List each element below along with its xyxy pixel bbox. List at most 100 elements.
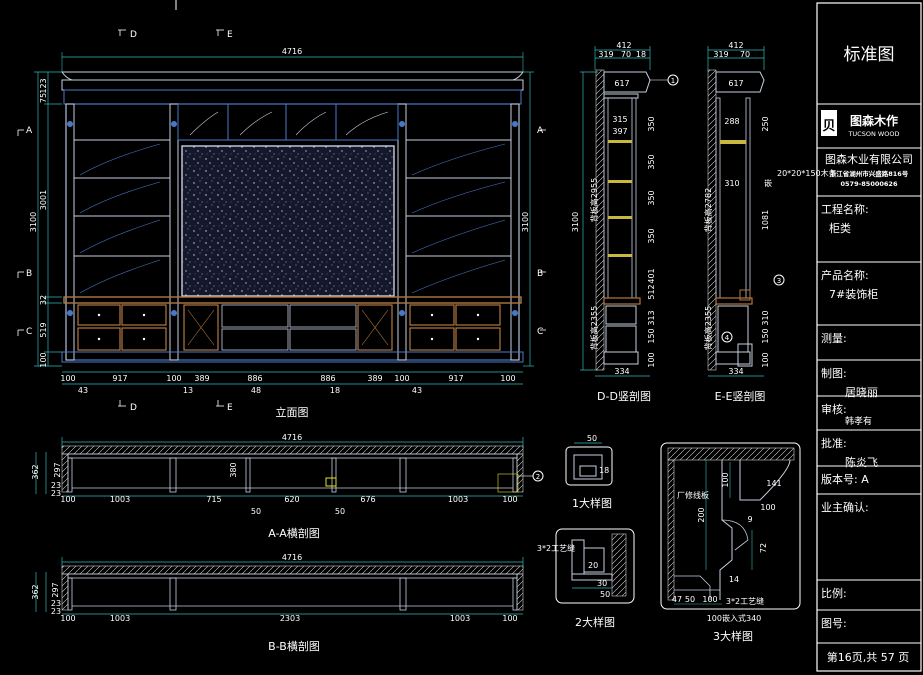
bb-side-dim: 23 <box>51 607 61 616</box>
ee-backboard-height: 背板高2782 <box>703 188 713 232</box>
d2-dim-1: 20 <box>588 561 598 570</box>
d3-dim: 200 <box>697 507 706 522</box>
company-logo: 贝 图森木作 TUCSON WOOD <box>821 110 900 138</box>
elevation-width-dim: 917 <box>112 374 127 383</box>
elevation-sub-dim: 43 <box>78 386 88 395</box>
title-field-label: 图号: <box>821 617 847 630</box>
dd-view-label: D-D竖剖图 <box>597 389 651 403</box>
d3-dim: 47 <box>672 595 682 604</box>
title-block-frame <box>816 2 922 672</box>
ee-top-dim: 319 <box>713 50 728 59</box>
d3-dim: 141 <box>766 479 781 488</box>
ee-top-dim: 70 <box>740 50 750 59</box>
d3-dim: 100 <box>702 595 717 604</box>
cut-mark-b-left: B <box>26 269 32 279</box>
dd-sub-dim: 315 <box>612 115 627 124</box>
elevation-sub-dim: 43 <box>412 386 422 395</box>
logo-text: 图森木作 <box>850 113 898 128</box>
overall-height-dim: 3100 <box>29 212 38 232</box>
dd-right-dim: 350 <box>647 154 656 169</box>
bb-width-dim: 100 <box>60 614 75 623</box>
tv-panel <box>181 145 395 297</box>
dd-right-dim: 313 <box>647 310 656 325</box>
dd-right-dim: 150 <box>647 328 656 343</box>
d2-dim-3: 50 <box>600 590 610 599</box>
d3-dim: 72 <box>759 543 768 553</box>
d2-note: 3*2工艺缝 <box>537 543 575 553</box>
ee-view-label: E-E竖剖图 <box>715 389 766 403</box>
aa-width-dim: 676 <box>360 495 375 504</box>
callout-1: 1 <box>671 77 675 85</box>
d3-dim: 9 <box>747 515 752 524</box>
title-field-label: 产品名称: <box>821 268 869 282</box>
elevation-height-dim: 75 <box>39 93 48 103</box>
d3-dim: 100 <box>760 503 775 512</box>
aa-side-dim: 297 <box>53 462 62 477</box>
cut-mark-d-bottom: D <box>130 403 137 413</box>
dd-right-dim: 512 <box>647 284 656 299</box>
title-field-value: 陈炎飞 <box>845 455 878 469</box>
sheet-title: 标准图 <box>844 45 895 65</box>
aa-width-dim: 1003 <box>110 495 130 504</box>
overall-height-dim-right: 3100 <box>521 212 530 232</box>
title-block: 标准图 贝 图森木作 TUCSON WOOD 图森木业有限公司 浙江省湖州市兴盛… <box>816 2 922 672</box>
d3-note-trim: 厂修线板 <box>677 490 709 500</box>
aa-overall-width: 4716 <box>282 433 302 442</box>
elevation-width-dim: 886 <box>320 374 335 383</box>
ee-backboard-low: 背板高2355 <box>703 306 713 350</box>
ee-note-embed: 嵌 <box>764 179 772 188</box>
title-field-label: 业主确认: <box>821 501 869 514</box>
title-field-value: 柜类 <box>829 221 851 235</box>
company-name: 图森木业有限公司 <box>825 152 913 166</box>
ee-right-dim: 100 <box>761 352 770 367</box>
detail-3-label: 3大样图 <box>713 629 753 643</box>
dd-backboard-low: 背板高2355 <box>589 306 599 350</box>
cut-mark-b-right: B <box>537 269 543 279</box>
dd-overall-height: 3100 <box>571 212 580 232</box>
section-cut-marks <box>17 29 546 407</box>
bb-width-dim: 1003 <box>110 614 130 623</box>
dd-right-dim: 350 <box>647 190 656 205</box>
aa-side-dim: 23 <box>51 489 61 498</box>
dd-right-dim: 401 <box>647 268 656 283</box>
elevation-width-dim: 100 <box>500 374 515 383</box>
dd-sub-dim: 617 <box>614 79 629 88</box>
dd-right-dim: 350 <box>647 116 656 131</box>
title-field-label: 比例: <box>821 586 847 600</box>
dd-right-dim: 350 <box>647 228 656 243</box>
d1-width: 50 <box>587 434 597 443</box>
aa-width-dim: 100 <box>502 495 517 504</box>
elevation-height-dim: 3001 <box>39 190 48 210</box>
elevation-left-dims <box>34 71 62 367</box>
title-field-label: 制图: <box>821 367 847 380</box>
elevation-width-dim: 389 <box>194 374 209 383</box>
aa-width-dim: 100 <box>60 495 75 504</box>
title-field-value: 韩孝有 <box>845 415 872 427</box>
dd-sub-dim: 334 <box>614 367 629 376</box>
ee-sub-dim: 334 <box>728 367 743 376</box>
ee-top-dim: 412 <box>728 41 743 50</box>
title-field-label: 版本号: A <box>821 472 869 486</box>
elevation-width-dim: 100 <box>60 374 75 383</box>
aa-side-dim: 23 <box>51 481 61 490</box>
aa-side-dim: 362 <box>31 464 40 479</box>
title-field-label: 批准: <box>821 436 847 450</box>
aa-width-dim: 620 <box>284 495 299 504</box>
detail-1-label: 1大样图 <box>572 496 612 510</box>
svg-text:贝: 贝 <box>822 119 835 134</box>
bb-side-dim: 297 <box>51 582 60 597</box>
d3-dim: 50 <box>685 595 695 604</box>
elevation-sub-dim: 13 <box>183 386 193 395</box>
d3-dim: 14 <box>729 575 739 584</box>
ee-sub-dim: 617 <box>728 79 743 88</box>
elevation-sub-dim: 18 <box>330 386 340 395</box>
cut-mark-c-left: C <box>26 327 32 337</box>
dd-right-dim: 100 <box>647 352 656 367</box>
elevation-width-dim: 100 <box>394 374 409 383</box>
elevation-width-dim: 100 <box>166 374 181 383</box>
title-field-value: 居晓丽 <box>845 386 878 399</box>
